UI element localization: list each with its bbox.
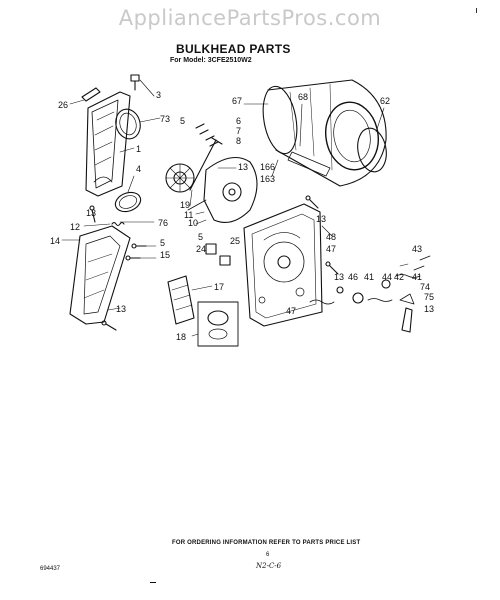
callout-label: 13 xyxy=(316,214,326,224)
callout-label: 163 xyxy=(260,174,275,184)
small-bracket-26 xyxy=(81,87,101,102)
element-bracket-17 xyxy=(167,275,195,325)
callout-label: 76 xyxy=(158,218,168,228)
callout-label: 5 xyxy=(180,116,185,126)
document-number: 694437 xyxy=(40,566,61,572)
blower-wheel xyxy=(165,163,195,193)
callout-label: 6 xyxy=(236,116,241,126)
date-code: N2-C-6 xyxy=(256,562,282,570)
front-panel-lower xyxy=(69,225,131,325)
callout-label: 7 xyxy=(236,126,241,136)
callout-label: 166 xyxy=(260,162,275,172)
idler-parts-24-25 xyxy=(205,243,231,266)
ordering-info-note: FOR ORDERING INFORMATION REFER TO PARTS … xyxy=(172,540,361,546)
callout-label: 5 xyxy=(198,232,203,242)
callout-label: 44 xyxy=(382,272,392,282)
model-subtitle: For Model: 3CFE2510W2 xyxy=(170,57,252,64)
callout-label: 15 xyxy=(160,250,170,260)
support-rod xyxy=(189,137,223,191)
screw-13b xyxy=(101,320,117,331)
callout-label: 47 xyxy=(286,306,296,316)
callout-labels: 26 3 73 1 4 13 12 76 14 5 15 13 5 6 7 8 … xyxy=(50,90,434,342)
callout-label: 24 xyxy=(196,244,206,254)
callout-label: 11 xyxy=(184,210,193,220)
page-number: 6 xyxy=(266,552,270,558)
callout-label: 13 xyxy=(424,304,434,314)
felt-seal-ring-upper xyxy=(115,108,141,140)
callout-label: 5 xyxy=(160,238,165,248)
screw-13a xyxy=(89,205,96,223)
callout-label: 46 xyxy=(348,272,358,282)
screw-3 xyxy=(130,74,140,91)
footer-tick xyxy=(150,582,156,583)
callout-label: 12 xyxy=(70,222,80,232)
callout-label: 1 xyxy=(136,144,141,154)
callout-label: 13 xyxy=(334,272,344,282)
rear-bulkhead xyxy=(243,203,323,327)
callout-label: 18 xyxy=(176,332,186,342)
screws-5-6-7-8 xyxy=(195,123,219,147)
seal-4 xyxy=(114,191,142,213)
callout-label: 25 xyxy=(230,236,240,246)
callout-label: 75 xyxy=(424,292,434,302)
spring-12 xyxy=(111,221,125,227)
callout-label: 8 xyxy=(236,136,241,146)
roller-assembly xyxy=(309,255,431,333)
callout-label: 43 xyxy=(412,244,422,254)
callout-label: 41 xyxy=(364,272,374,282)
callout-label: 41 xyxy=(412,272,422,282)
callout-label: 13 xyxy=(238,162,248,172)
callout-label: 14 xyxy=(50,236,60,246)
callout-label: 42 xyxy=(394,272,404,282)
callout-label: 19 xyxy=(180,200,190,210)
blower-housing xyxy=(187,156,258,223)
callout-label: 74 xyxy=(420,282,430,292)
callout-label: 67 xyxy=(232,96,242,106)
leader-lines xyxy=(61,79,409,337)
drum-seal-62 xyxy=(357,127,387,173)
callout-label: 48 xyxy=(326,232,336,242)
callout-label: 26 xyxy=(58,100,68,110)
callout-label: 3 xyxy=(156,90,161,100)
screw-13d xyxy=(325,261,339,275)
callout-label: 13 xyxy=(86,208,96,218)
callout-label: 10 xyxy=(188,218,198,228)
diagram-title: BULKHEAD PARTS xyxy=(176,42,291,56)
callout-label: 73 xyxy=(160,114,170,124)
screw-13c xyxy=(305,195,319,209)
callout-label: 17 xyxy=(214,282,224,292)
callout-label: 47 xyxy=(326,244,336,254)
front-bulkhead-upper xyxy=(85,91,131,197)
callout-label: 4 xyxy=(136,164,141,174)
callout-label: 68 xyxy=(298,92,308,102)
corner-mark xyxy=(476,8,477,13)
screw-5-15 xyxy=(125,243,147,261)
watermark: AppliancePartsPros.com xyxy=(118,6,382,30)
dryer-drum xyxy=(262,79,387,187)
callout-label: 62 xyxy=(380,96,390,106)
parts-box-18 xyxy=(197,301,239,347)
callout-label: 13 xyxy=(116,304,126,314)
